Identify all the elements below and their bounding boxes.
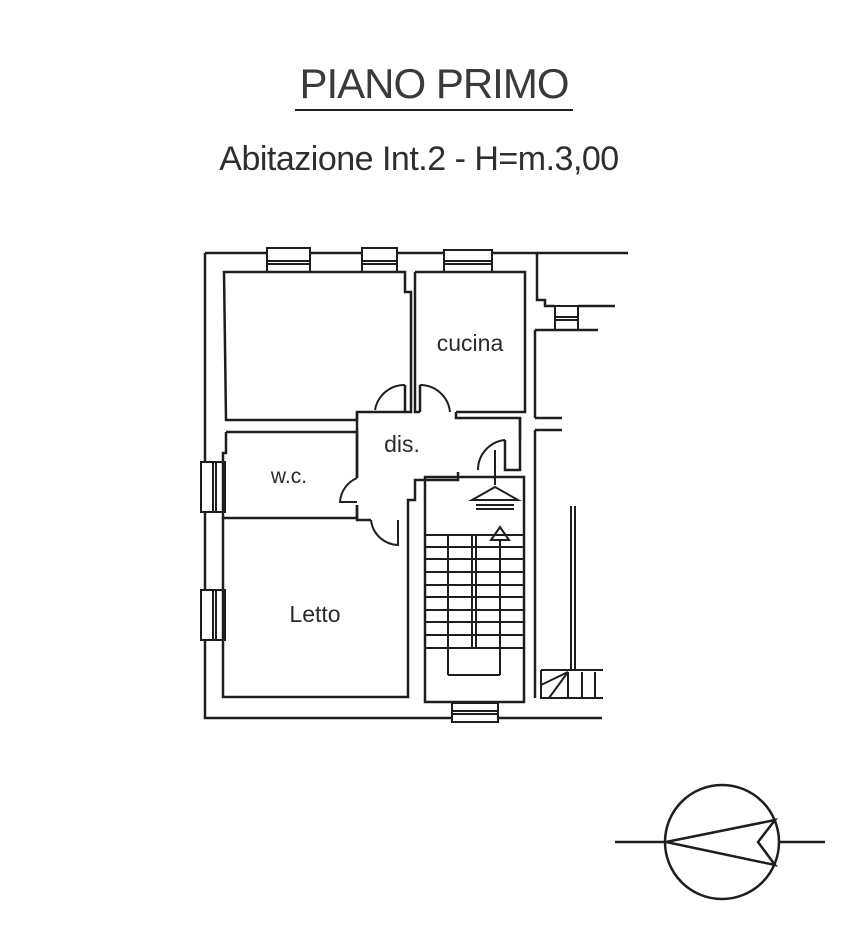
compass-arrow-icon (615, 783, 825, 901)
room-label-cucina: cucina (437, 330, 504, 356)
room-label-letto: Letto (289, 601, 340, 627)
page-title: PIANO PRIMO (0, 60, 868, 111)
wc-walls (221, 430, 410, 699)
staircase (423, 450, 526, 704)
external-stair (540, 506, 603, 699)
page-title-text: PIANO PRIMO (295, 61, 573, 111)
room-labels: cucina dis. w.c. Letto (270, 330, 504, 627)
windows (200, 247, 579, 723)
window-stairs (451, 702, 499, 723)
room-label-dis: dis. (384, 431, 420, 457)
dis-walls (355, 385, 522, 522)
outer-walls (203, 251, 628, 720)
room-label-wc: w.c. (270, 465, 307, 488)
door-swings (338, 383, 506, 547)
page-subtitle: Abitazione Int.2 - H=m.3,00 (219, 140, 619, 178)
